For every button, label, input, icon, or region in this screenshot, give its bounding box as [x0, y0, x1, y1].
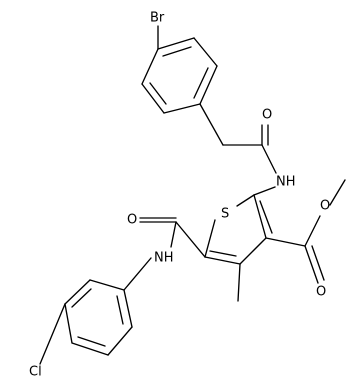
bond-double: [259, 200, 273, 234]
bond: [236, 194, 255, 207]
bond: [71, 342, 109, 356]
amide-nh-label-lower: NH: [154, 251, 174, 266]
bond-double: [116, 295, 124, 325]
bond: [163, 103, 201, 114]
bond: [253, 194, 267, 239]
chlorine-label: Cl: [29, 365, 42, 380]
bond-double: [209, 250, 237, 257]
bond: [199, 103, 224, 146]
bond-double: [193, 67, 209, 99]
bond-double: [162, 46, 192, 57]
amide-oxygen-label-lower: O: [127, 213, 137, 228]
bond: [64, 279, 91, 305]
bond: [304, 215, 321, 247]
bond: [265, 237, 306, 247]
chlorophenyl-ring: [64, 279, 133, 356]
bond: [204, 256, 241, 265]
bond: [89, 279, 125, 291]
ester-ether-oxygen-label: O: [320, 199, 330, 214]
bromophenyl-ring: [141, 37, 218, 114]
bond: [237, 263, 241, 302]
ester-carbonyl-oxygen-label: O: [316, 285, 326, 300]
bond-double: [149, 82, 167, 105]
sulfur-label: S: [221, 207, 229, 222]
bond: [64, 303, 73, 344]
bond: [239, 237, 267, 265]
bond: [107, 326, 133, 356]
bond: [253, 186, 276, 196]
bond: [141, 48, 159, 85]
thiophene-ring: [204, 186, 276, 265]
bond: [261, 144, 277, 174]
amide-oxygen-label: O: [262, 108, 272, 123]
bond: [123, 257, 152, 291]
bond: [175, 221, 206, 258]
bond: [141, 83, 165, 114]
amide-nh-label-upper: NH: [276, 175, 296, 190]
bond: [39, 303, 66, 365]
bond: [193, 37, 218, 67]
bond-double: [71, 288, 92, 308]
bond: [170, 221, 177, 248]
bond: [123, 289, 133, 328]
bond-double: [77, 336, 106, 347]
bond-double: [311, 245, 325, 281]
bond: [304, 245, 319, 284]
bond: [157, 37, 195, 50]
bond: [204, 219, 216, 258]
bond: [199, 65, 218, 105]
bond: [329, 179, 346, 206]
bromine-label: Br: [150, 11, 165, 26]
